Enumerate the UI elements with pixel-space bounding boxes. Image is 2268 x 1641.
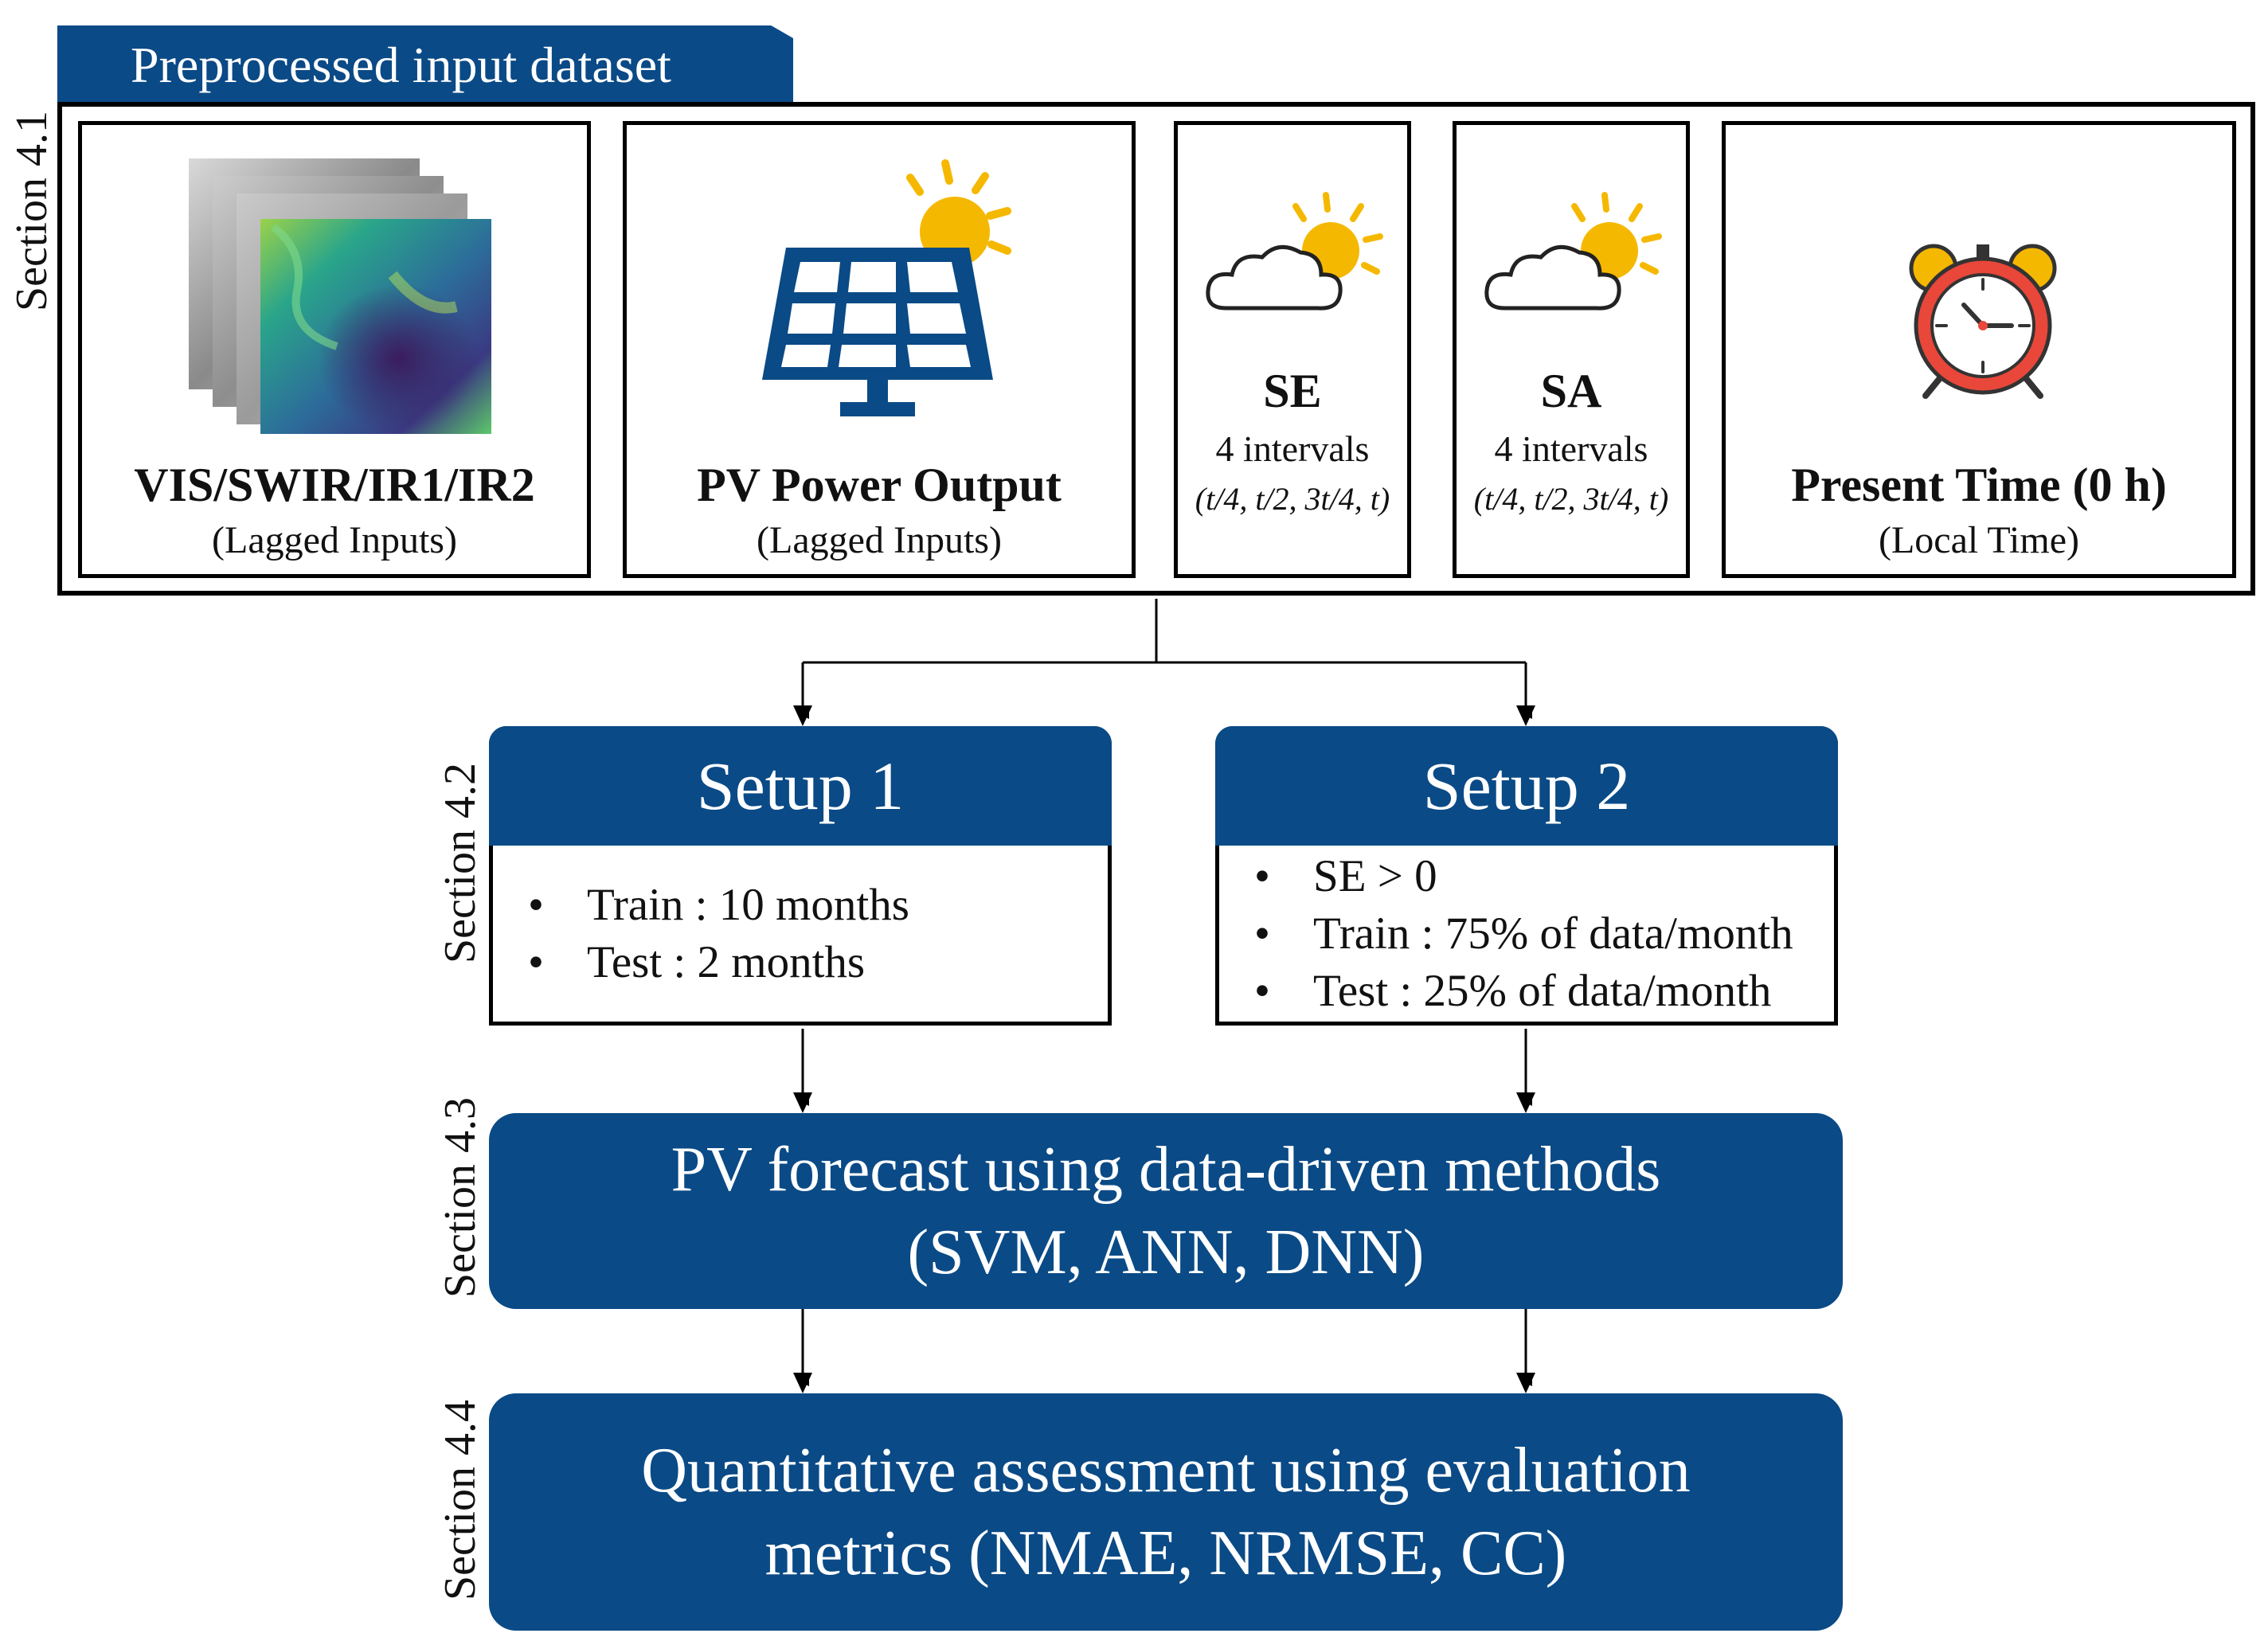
list-item: Train : 75% of data/month [1219, 905, 1834, 963]
partly-cloudy-icon [1206, 192, 1383, 311]
time-input-title: Present Time (0 h) [1791, 459, 2167, 511]
satellite-image-stack-icon [189, 158, 491, 434]
assessment-line-2: metrics (NMAE, NRMSE, CC) [764, 1518, 1567, 1588]
assessment-line-1: Quantitative assessment using evaluation [641, 1436, 1691, 1506]
sa-input-intervals: 4 intervals [1494, 428, 1648, 469]
sa-input-formula: (t/4, t/2, 3t/4, t) [1473, 481, 1669, 517]
satellite-input-panel: VIS/SWIR/IR1/IR2 (Lagged Inputs) [78, 121, 591, 578]
pv-input-subtitle: (Lagged Inputs) [757, 519, 1002, 561]
se-input-title: SE [1263, 365, 1322, 417]
time-input-subtitle: (Local Time) [1879, 519, 2079, 561]
alarm-clock-icon [1909, 244, 2057, 399]
setup-2-title: Setup 2 [1215, 726, 1838, 846]
forecast-box: PV forecast using data-driven methods (S… [489, 1113, 1843, 1309]
partly-cloudy-icon [1484, 192, 1662, 311]
se-input-panel: SE 4 intervals (t/4, t/2, 3t/4, t) [1174, 121, 1411, 578]
pv-input-panel: PV Power Output (Lagged Inputs) [623, 121, 1136, 578]
list-item: Test : 2 months [493, 934, 1108, 991]
dataset-header-title: Preprocessed input dataset [131, 37, 671, 93]
list-item: Test : 25% of data/month [1219, 963, 1834, 1020]
setup-2-bullets: SE > 0 Train : 75% of data/month Test : … [1219, 848, 1834, 1020]
satellite-input-title: VIS/SWIR/IR1/IR2 [134, 459, 535, 511]
assessment-box: Quantitative assessment using evaluation… [489, 1393, 1843, 1631]
sa-input-panel: SA 4 intervals (t/4, t/2, 3t/4, t) [1453, 121, 1690, 578]
setup-1-title: Setup 1 [489, 726, 1112, 846]
solar-panel-icon [762, 159, 1011, 416]
se-input-formula: (t/4, t/2, 3t/4, t) [1195, 481, 1390, 517]
setup-2-box: Setup 2 SE > 0 Train : 75% of data/month… [1215, 726, 1838, 1026]
sa-input-title: SA [1540, 365, 1602, 417]
time-input-panel: Present Time (0 h) (Local Time) [1722, 121, 2236, 578]
setup-1-box: Setup 1 Train : 10 months Test : 2 month… [489, 726, 1112, 1026]
list-item: SE > 0 [1219, 848, 1834, 905]
dataset-header-tab: Preprocessed input dataset [57, 25, 793, 105]
forecast-line-2: (SVM, ANN, DNN) [907, 1217, 1425, 1287]
setup-1-bullets: Train : 10 months Test : 2 months [493, 877, 1108, 991]
forecast-line-1: PV forecast using data-driven methods [671, 1135, 1661, 1205]
satellite-input-subtitle: (Lagged Inputs) [212, 519, 457, 561]
se-input-intervals: 4 intervals [1215, 428, 1370, 469]
list-item: Train : 10 months [493, 877, 1108, 934]
pv-input-title: PV Power Output [697, 459, 1062, 511]
